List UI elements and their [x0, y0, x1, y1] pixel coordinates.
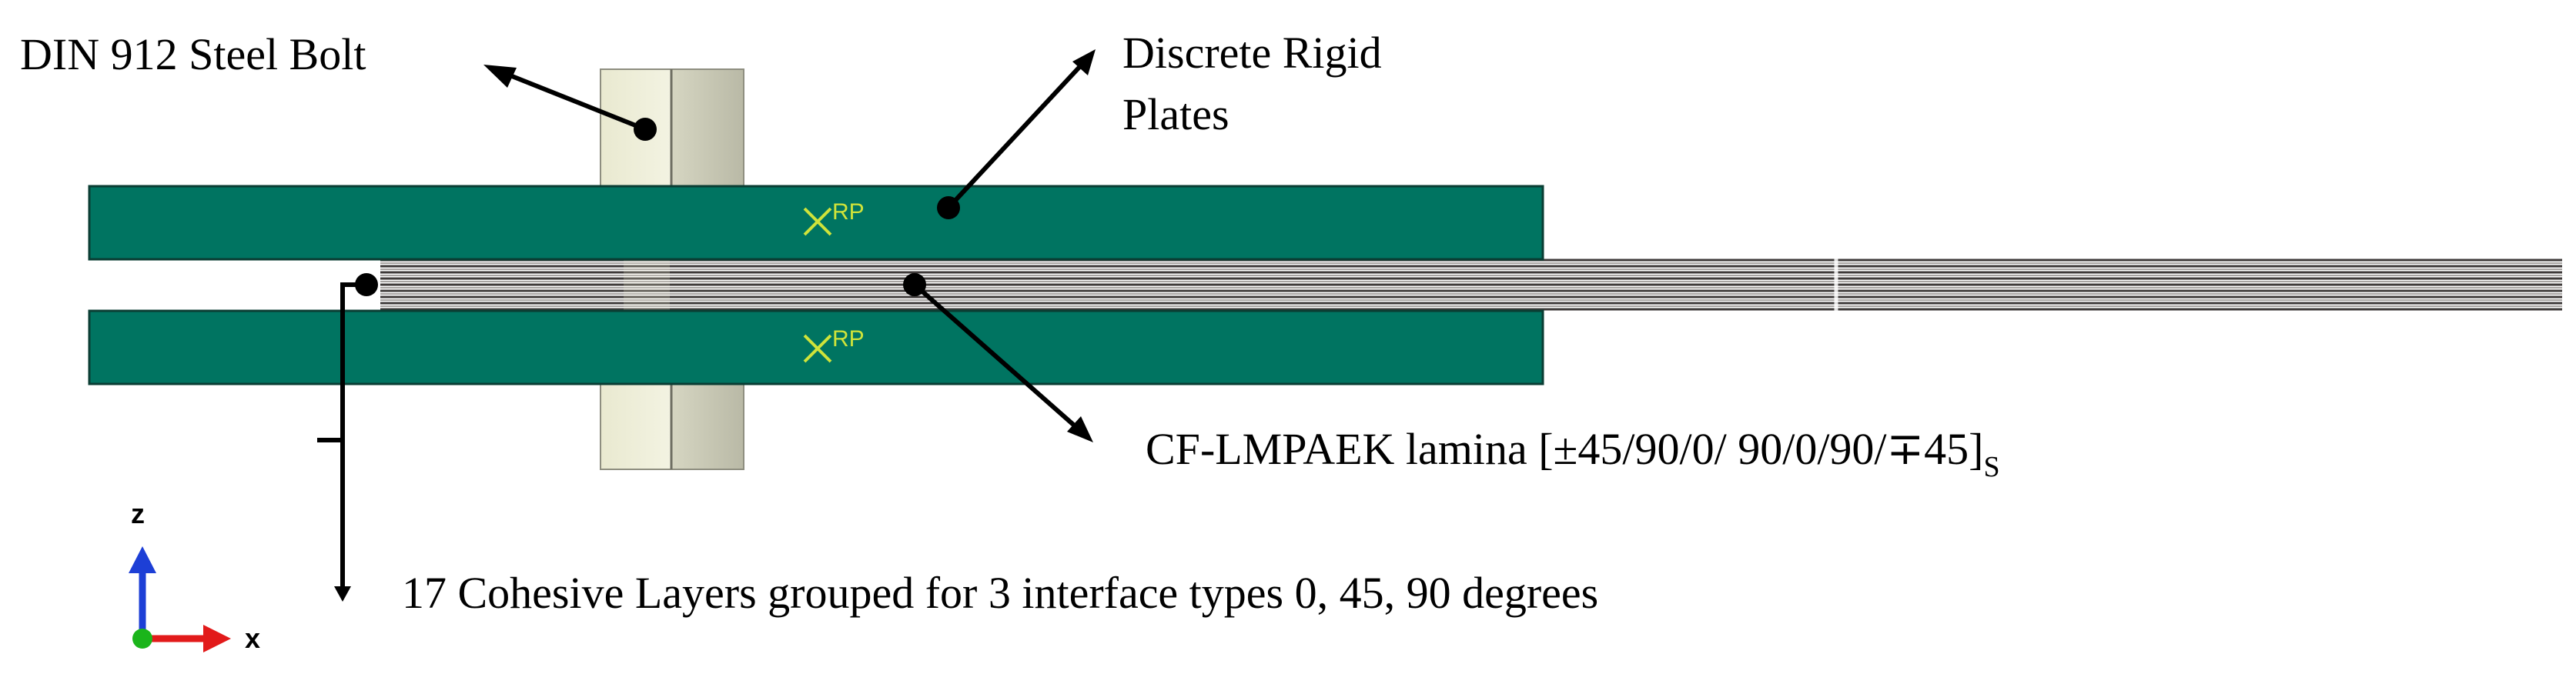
plates-label-line1: Discrete Rigid	[1122, 28, 1382, 78]
bolt-label: DIN 912 Steel Bolt	[20, 29, 366, 79]
plates-label-line2: Plates	[1122, 89, 1229, 139]
laminate-stack	[380, 259, 2562, 311]
cohesive-label: 17 Cohesive Layers grouped for 3 interfa…	[402, 568, 1598, 618]
reference-point-label-top: RP	[832, 199, 865, 225]
reference-point-top: RP	[803, 199, 865, 236]
plates-leader	[937, 49, 1096, 219]
origin-dot-icon	[132, 629, 152, 649]
cross-mark-icon	[803, 207, 832, 236]
lamina-label-subscript: S	[1983, 451, 1999, 483]
lamina-label: CF-LMPAEK lamina [±45/90/0/ 90/0/90/∓45]…	[1146, 424, 2000, 483]
lamina-leader	[903, 273, 1093, 442]
arrow-right-icon	[142, 625, 231, 652]
cross-mark-icon	[803, 334, 832, 363]
arrow-up-icon	[129, 546, 156, 639]
reference-point-label-bottom: RP	[832, 326, 865, 352]
x-axis-label: x	[245, 622, 260, 654]
lamina-label-main: CF-LMPAEK lamina [±45/90/0/ 90/0/90/∓45]	[1146, 424, 1983, 474]
z-axis-label: z	[131, 498, 145, 529]
reference-point-bottom: RP	[803, 326, 865, 363]
bolt-leader	[483, 65, 657, 141]
cohesive-bracket	[317, 273, 378, 602]
axis-triad: z x	[129, 498, 260, 654]
